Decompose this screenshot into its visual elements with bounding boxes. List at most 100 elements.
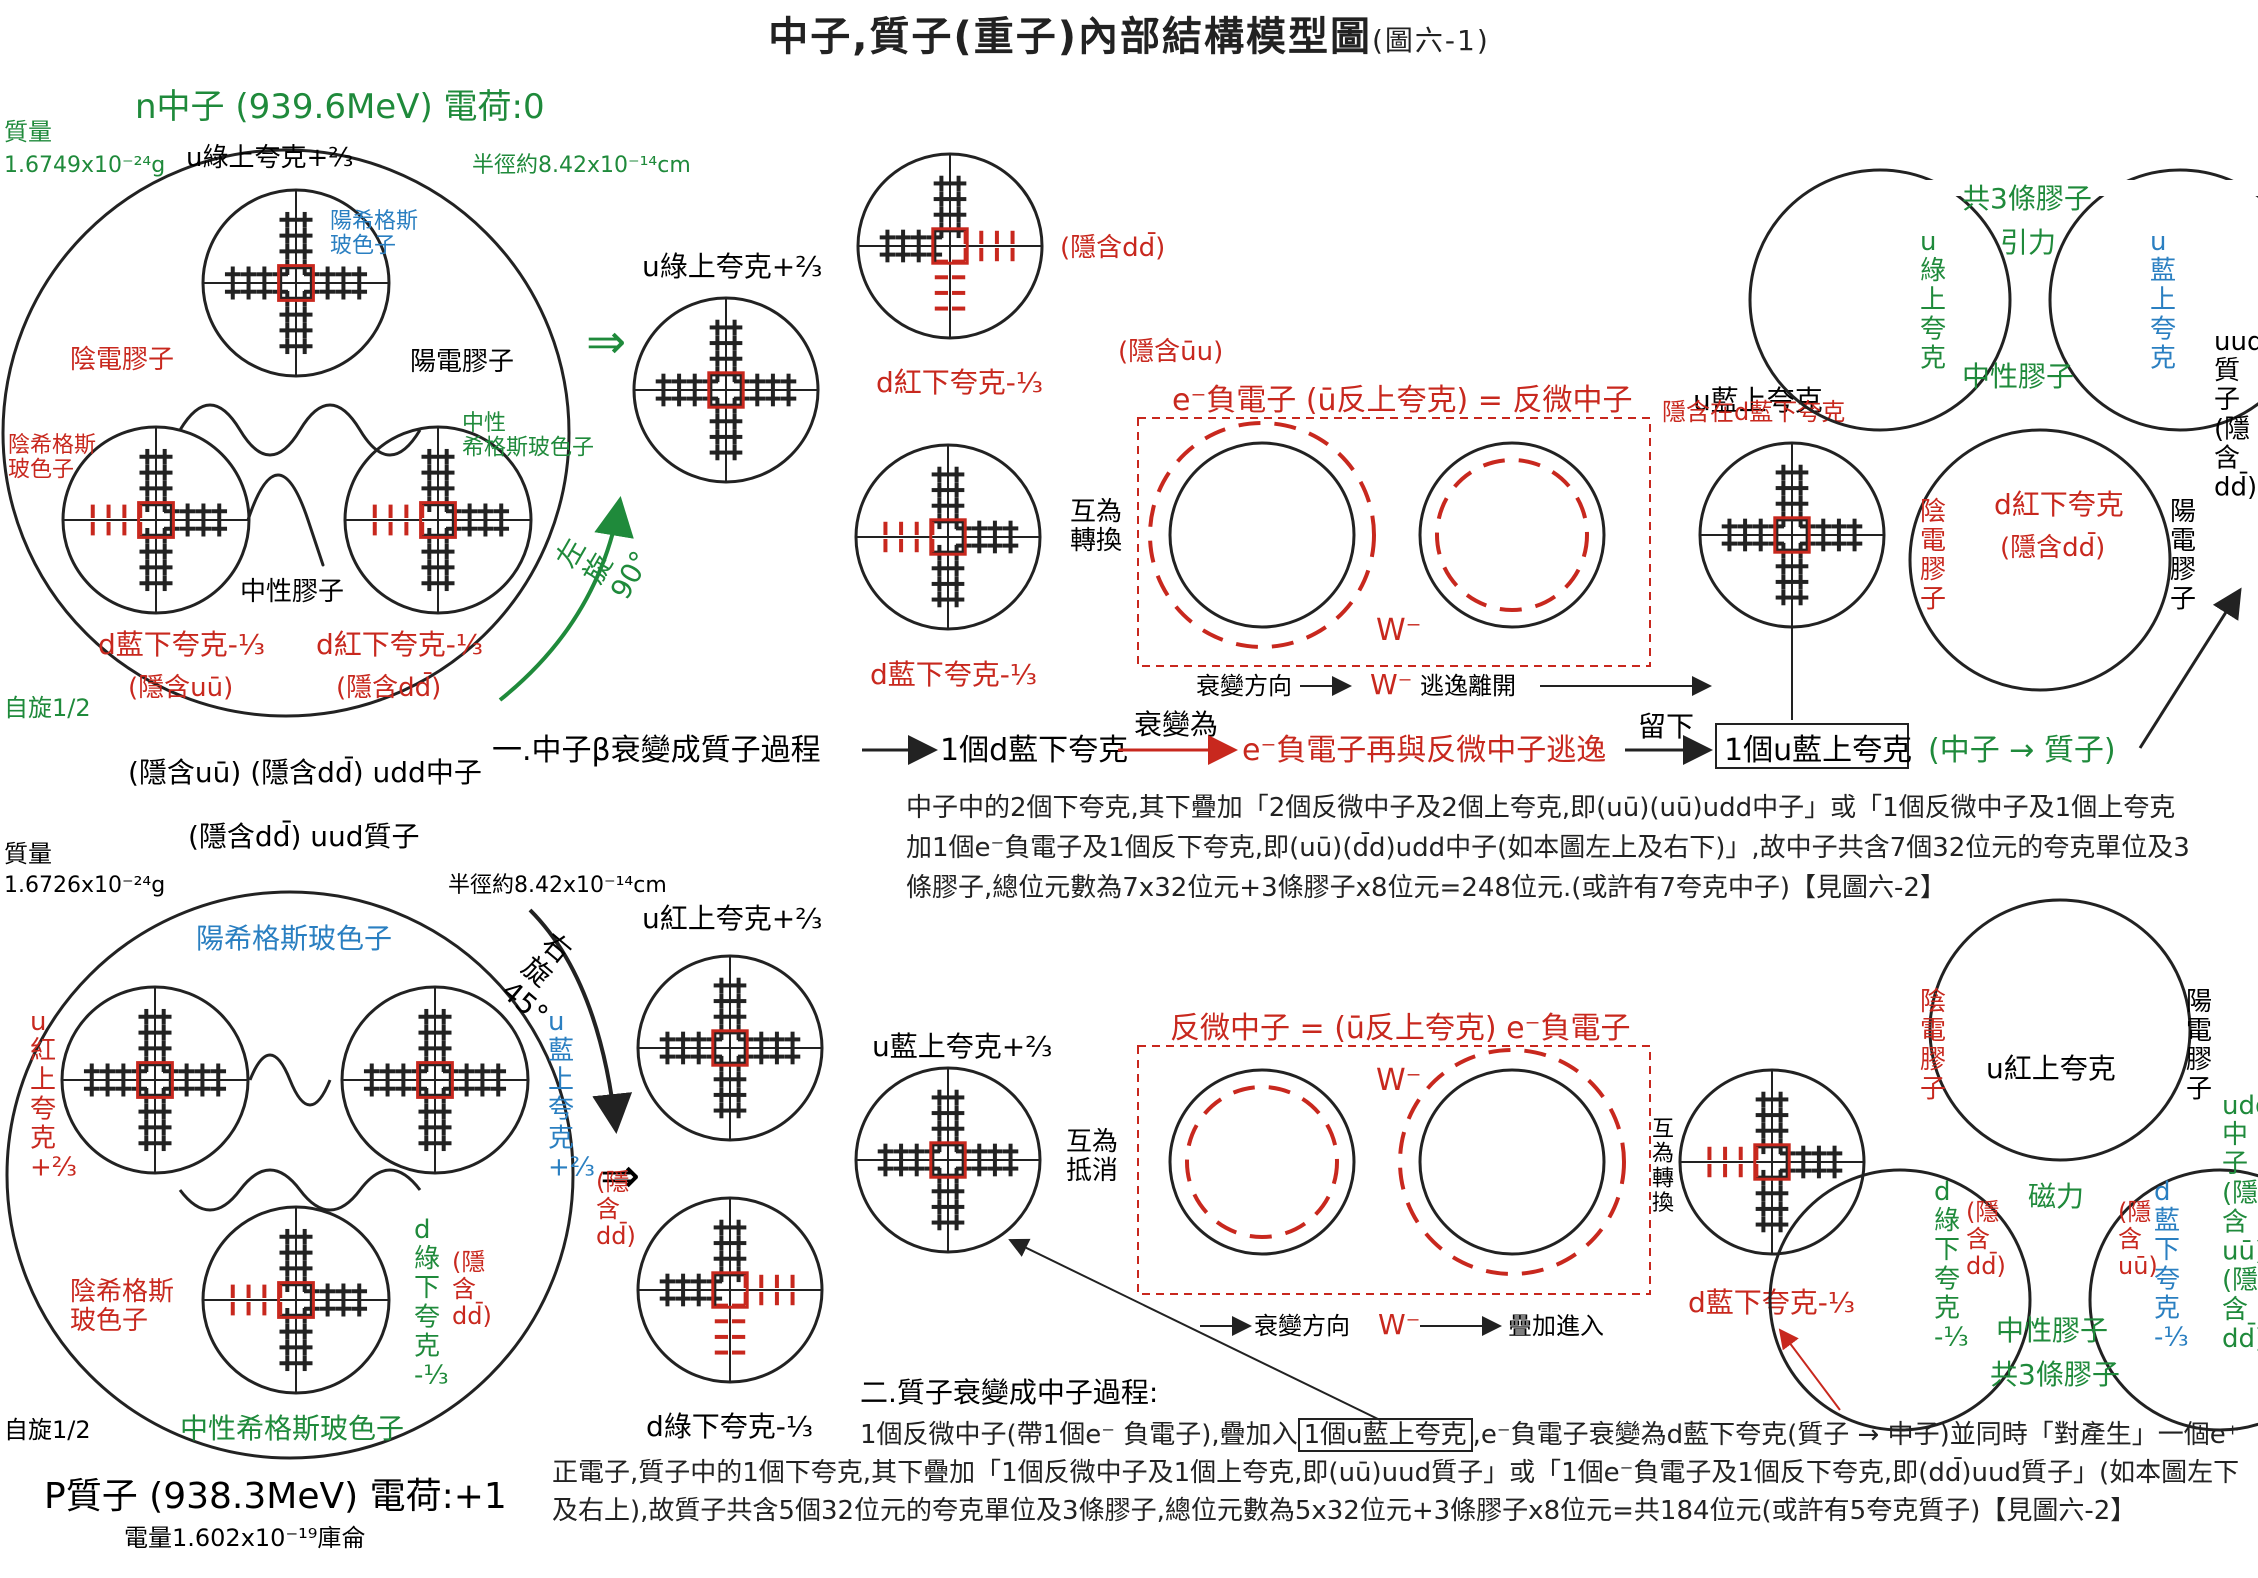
plus-mark — [931, 1214, 948, 1231]
plus-mark — [296, 1260, 313, 1277]
plus-mark — [1799, 535, 1816, 552]
plus-mark — [272, 283, 289, 300]
plus-mark — [686, 373, 703, 390]
plus-mark — [686, 390, 703, 407]
proton-charge: 電量1.602x10⁻¹⁹庫侖 — [124, 1524, 365, 1552]
paragraph-1-wrap: 中子中的2個下夸克,其下疊加「2個反微中子及2個上夸克,即(uū)(uū)udd… — [906, 793, 2190, 903]
plus-mark — [163, 503, 180, 520]
proton-gluon-top — [248, 1053, 332, 1107]
pd-anti-eq: 反微中子 = (ū反上夸克) e⁻負電子 — [1170, 1011, 1630, 1046]
plus-mark — [987, 520, 1003, 537]
proton-gluon-bottom — [178, 1168, 422, 1212]
plus-mark — [83, 1080, 100, 1097]
pd-cancel: 互為抵消 — [1066, 1127, 1118, 1186]
plus-mark — [713, 1102, 730, 1119]
plus-mark — [1826, 1162, 1843, 1179]
plus-mark — [948, 466, 965, 483]
plus-mark — [1775, 464, 1792, 481]
plus-mark — [971, 1160, 988, 1177]
neutron-bottom-caption: (隱含uū) (隱含dd̄) udd中子 — [128, 755, 482, 789]
nd-hidden-dd: (隱含dd̄) — [1060, 231, 1165, 263]
plus-mark — [240, 283, 257, 300]
plus-mark — [926, 246, 943, 263]
neutron-spin: 自旋1/2 — [4, 694, 91, 722]
plus-mark — [210, 1063, 227, 1080]
plus-mark — [1779, 1162, 1796, 1179]
plus-mark — [421, 480, 438, 497]
proton-mass-label: 質量 — [4, 840, 52, 868]
plus-mark — [895, 229, 911, 246]
plus-mark — [421, 527, 438, 544]
plus-mark — [1795, 1145, 1812, 1162]
pd-d-green-quark — [636, 1196, 824, 1384]
nd-one-u: 1個u藍上夸克 — [1724, 733, 1912, 768]
plus-mark — [955, 520, 972, 537]
plus-mark — [926, 229, 943, 246]
proton-header: P質子 (938.3MeV) 電荷:+1 — [44, 1476, 507, 1517]
plus-mark — [702, 373, 719, 390]
nd-hidden-uu: (隱含ūu) — [1118, 337, 1223, 367]
plus-mark — [1792, 480, 1809, 496]
plus-mark — [908, 1143, 925, 1160]
nd-mutual-label: 互為轉換 — [1070, 497, 1122, 556]
quark-core — [707, 371, 745, 409]
gb-count: 共3條膠子 — [1990, 1358, 2120, 1391]
quark-core — [711, 1029, 749, 1067]
nd-hidden-in-d: 隱含在d藍下夸克 — [1662, 398, 1845, 426]
neutron-u-green-label: u綠上夸克+⅔ — [186, 143, 353, 173]
plus-mark — [138, 1135, 155, 1152]
quark-core — [711, 1271, 749, 1309]
plus-mark — [948, 576, 965, 592]
plus-mark — [730, 1219, 747, 1236]
quark-core — [929, 1141, 967, 1179]
plus-mark — [690, 1031, 707, 1048]
plus-mark — [659, 1031, 676, 1048]
plus-mark — [706, 1048, 723, 1065]
nd-decay-to: 衰變為 — [1134, 708, 1218, 741]
proton-outer-circle — [5, 890, 575, 1460]
plus-mark — [155, 1103, 172, 1120]
plus-mark — [421, 496, 438, 513]
pd-d-green-label: d綠下夸克-⅓ — [646, 1410, 813, 1443]
plus-mark — [671, 390, 687, 407]
plus-mark — [893, 1143, 909, 1160]
neutron-header: n中子 (939.6MeV) 電荷:0 質量 1.6749x10⁻²⁴g 半徑約… — [4, 87, 691, 178]
plus-mark — [351, 1283, 368, 1300]
plus-mark — [303, 1283, 320, 1300]
proton-mass-value: 1.6726x10⁻²⁴g — [4, 873, 165, 898]
gt-pos: 陽電膠子 — [2170, 497, 2196, 614]
plus-mark — [1755, 1091, 1772, 1108]
plus-mark — [948, 1089, 965, 1106]
plus-mark — [931, 1199, 948, 1215]
proton-neutral-higgs: 中性希格斯玻色子 — [180, 1412, 404, 1445]
paragraph-1: 中子中的2個下夸克,其下疊加「2個反微中子及2個上夸克,即(uū)(uū)udd… — [906, 793, 2190, 903]
plus-mark — [1002, 520, 1019, 537]
plus-mark — [1768, 518, 1785, 535]
plus-mark — [210, 1080, 227, 1097]
nd-dash-circle-2 — [1435, 458, 1589, 612]
neutron-d-blue-label: d藍下夸克-⅓ — [98, 628, 265, 661]
plus-mark — [713, 1087, 730, 1103]
plus-mark — [418, 1008, 435, 1025]
plus-mark — [709, 319, 726, 336]
plus-mark — [1792, 558, 1809, 575]
plus-mark — [474, 1080, 491, 1097]
plus-mark — [1831, 518, 1847, 535]
plus-mark — [99, 1080, 116, 1097]
pd-decay-dir: 衰變方向 — [1254, 1312, 1350, 1340]
plus-mark — [179, 520, 196, 537]
plus-mark — [156, 480, 173, 497]
plus-mark — [1775, 589, 1792, 606]
plus-mark — [931, 482, 948, 498]
plus-mark — [908, 1160, 925, 1177]
quark-core — [419, 501, 457, 539]
plus-mark — [156, 543, 173, 560]
plus-mark — [335, 1283, 352, 1300]
plus-mark — [296, 1228, 313, 1245]
plus-mark — [713, 977, 730, 994]
plus-mark — [438, 448, 455, 465]
plus-mark — [948, 1105, 965, 1121]
